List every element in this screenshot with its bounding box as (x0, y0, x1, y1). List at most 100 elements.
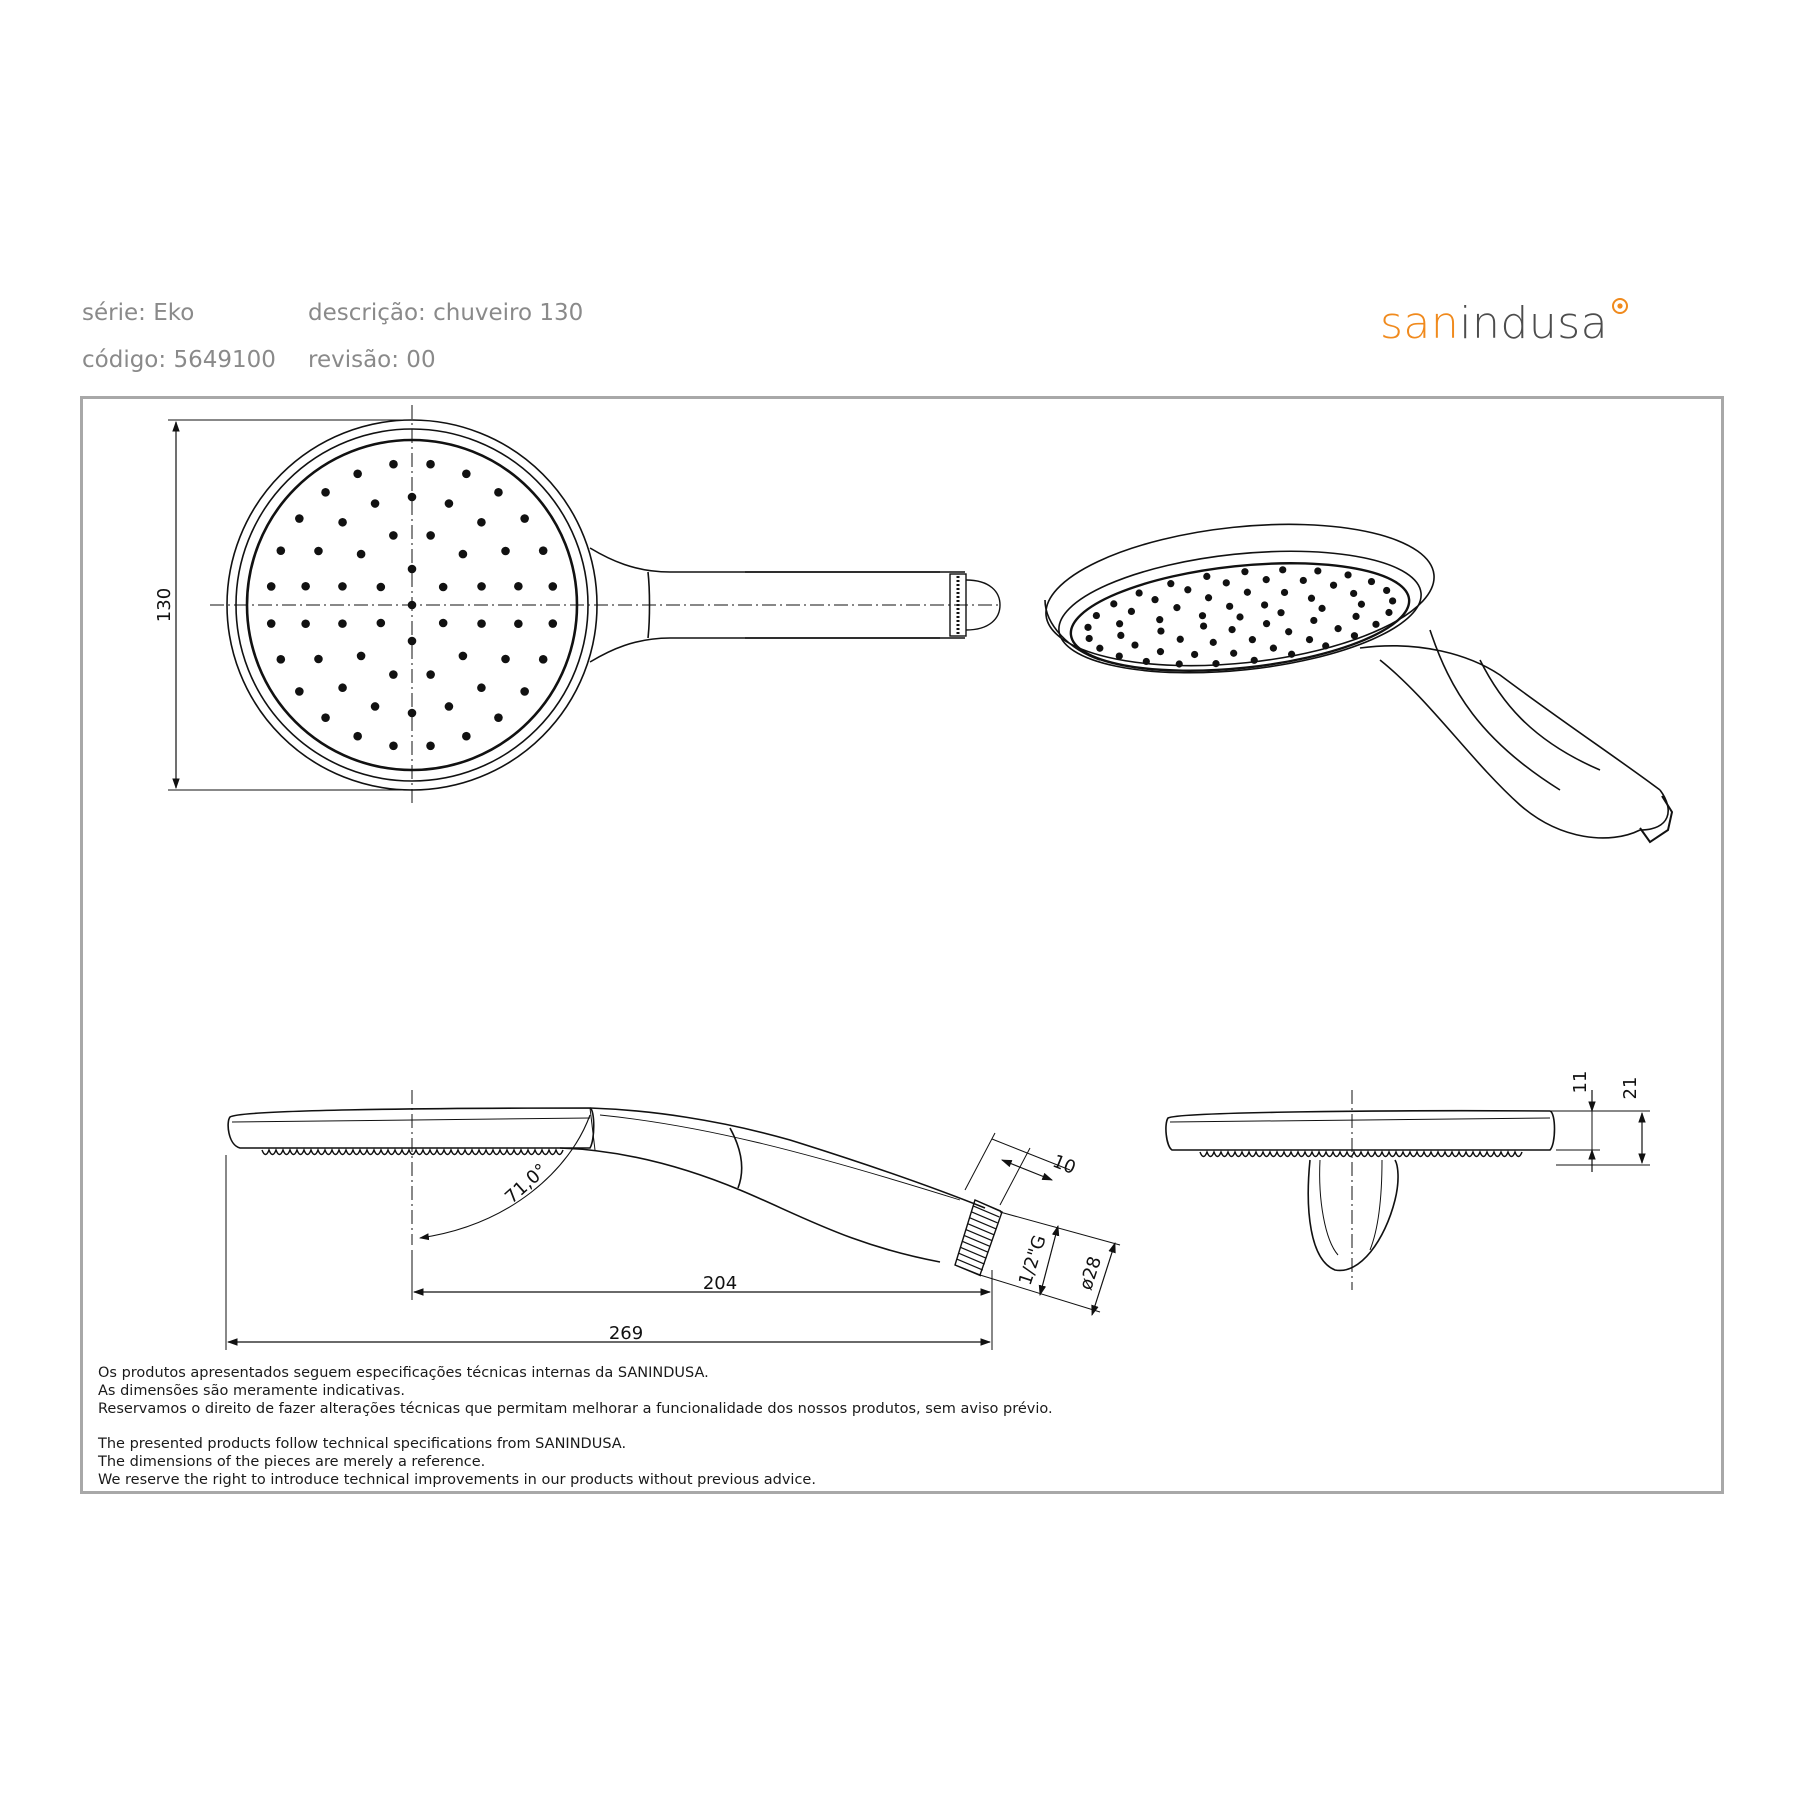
end-view (1165, 1090, 1650, 1290)
nozzle (444, 702, 454, 711)
footer-line: We reserve the right to introduce techni… (98, 1472, 816, 1488)
nozzle (1334, 625, 1342, 633)
logo-indusa: indusa (1459, 298, 1609, 349)
nozzle (1131, 641, 1139, 649)
nozzle (514, 581, 523, 591)
nozzle (1241, 568, 1249, 576)
nozzle (520, 687, 529, 696)
nozzle (1243, 588, 1251, 596)
dim-21: 21 (1620, 1077, 1641, 1100)
perspective-view (1044, 523, 1674, 844)
nozzle (376, 618, 386, 628)
nozzle (1127, 607, 1136, 616)
nozzle (1209, 638, 1217, 646)
nozzle (538, 655, 548, 664)
nozzle (266, 619, 276, 628)
nozzle (1357, 600, 1366, 608)
nozzle (1199, 622, 1208, 630)
drawing-frame (80, 396, 1724, 1494)
nozzle (1305, 635, 1314, 644)
nozzle (1110, 600, 1118, 608)
nozzle (501, 546, 510, 556)
nozzle (1279, 566, 1287, 574)
nozzle (389, 741, 398, 751)
nozzle (438, 582, 448, 592)
nozzle (1248, 636, 1256, 644)
nozzle (1203, 572, 1211, 580)
nozzle (444, 499, 454, 508)
nozzle (548, 582, 558, 591)
nozzle (494, 713, 503, 722)
nozzle (1084, 623, 1092, 631)
nozzle (353, 469, 362, 479)
nozzle (1352, 612, 1360, 620)
nozzle (1151, 596, 1159, 604)
nozzle (407, 564, 417, 574)
nozzle (1262, 620, 1271, 628)
dim-11: 11 (1570, 1071, 1591, 1094)
nozzle (1350, 589, 1358, 598)
nozzle (477, 683, 486, 693)
nozzle (520, 514, 529, 523)
nozzle (1344, 571, 1352, 579)
nozzle (458, 651, 468, 661)
nozzle (1226, 602, 1234, 610)
nozzle (314, 546, 323, 556)
nozzle (426, 459, 435, 469)
nozzle (338, 517, 347, 527)
front-nozzles (266, 459, 558, 751)
logo-san: san (1380, 298, 1460, 349)
nozzle (1310, 616, 1318, 625)
nozzle (1184, 586, 1192, 594)
perspective-nozzles (1084, 566, 1397, 668)
nozzle (407, 708, 417, 718)
nozzle (376, 582, 386, 592)
nozzle (370, 702, 380, 711)
nozzle (1117, 631, 1125, 640)
nozzle (1212, 660, 1220, 668)
nozzle (1318, 604, 1326, 612)
nozzle (338, 582, 347, 591)
nozzle (353, 731, 362, 741)
brand-logo: sanindusa (1380, 298, 1629, 349)
nozzle (338, 683, 347, 693)
nozzle (321, 488, 330, 497)
nozzle (1236, 613, 1244, 621)
nozzle (1329, 581, 1338, 589)
nozzle (295, 514, 304, 523)
footer-line: As dimensões são meramente indicativas. (98, 1383, 405, 1399)
nozzle (514, 619, 523, 629)
nozzle (407, 600, 417, 610)
nozzle (477, 582, 486, 591)
nozzle (1285, 628, 1293, 636)
nozzle (1262, 576, 1270, 584)
nozzle (1157, 627, 1165, 635)
nozzle (1314, 567, 1322, 575)
nozzle (462, 469, 471, 479)
nozzle (1250, 656, 1258, 664)
nozzle (295, 687, 304, 696)
nozzle (314, 654, 323, 664)
nozzle (438, 618, 448, 628)
nozzle (1230, 649, 1238, 657)
dim-thread: 1/2"G (1015, 1233, 1051, 1288)
nozzle (276, 546, 286, 555)
codigo-label: código: 5649100 (82, 347, 276, 373)
nozzle (1383, 586, 1391, 595)
nozzle (1096, 644, 1104, 652)
dim-10: 10 (1050, 1151, 1079, 1179)
nozzle (1198, 612, 1207, 620)
footer-line: The dimensions of the pieces are merely … (98, 1454, 486, 1470)
nozzle (501, 654, 510, 664)
nozzle (1222, 579, 1230, 587)
nozzle (477, 619, 486, 628)
nozzle (356, 651, 366, 661)
nozzle (538, 546, 548, 555)
nozzle (301, 619, 310, 629)
nozzle (1350, 632, 1359, 640)
footer-line: Reservamos o direito de fazer alterações… (98, 1401, 1053, 1417)
nozzle (548, 619, 558, 628)
nozzle (477, 517, 486, 527)
revisao-label: revisão: 00 (308, 347, 436, 373)
